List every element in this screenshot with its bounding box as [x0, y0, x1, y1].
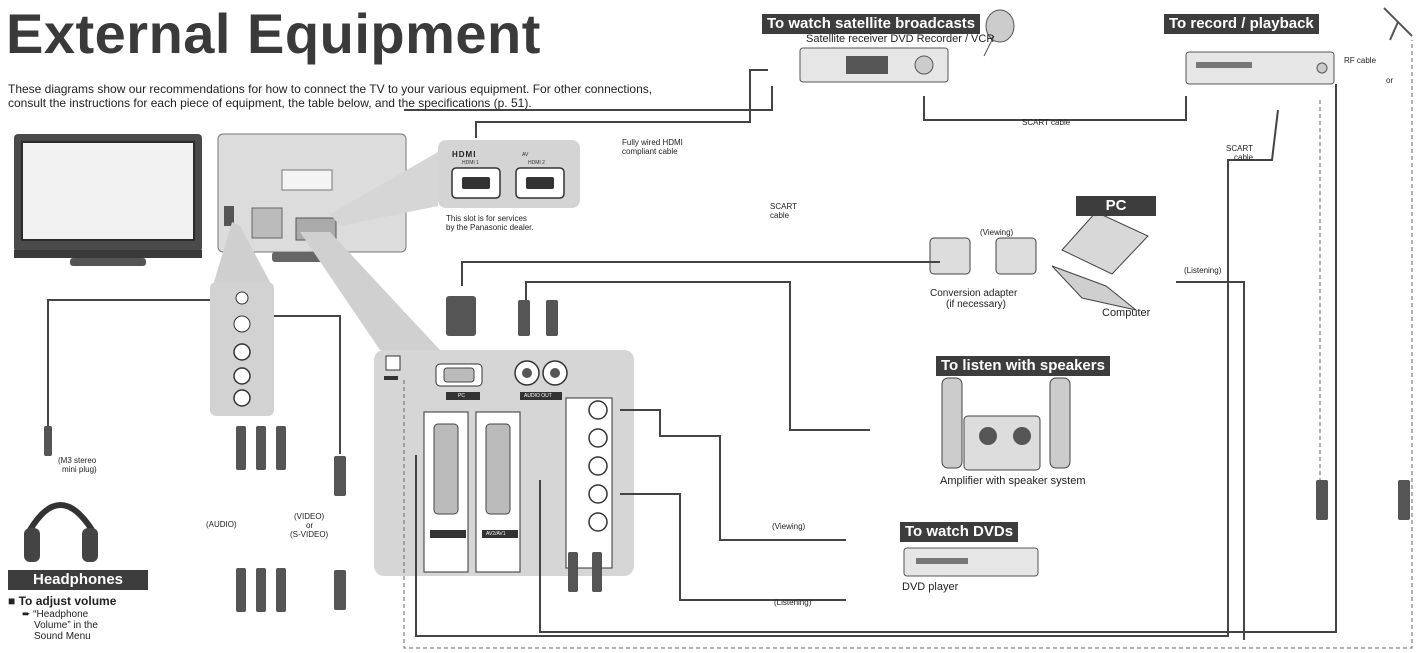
hdmi-brand-label: HDMI — [452, 150, 477, 159]
pc-viewing-label: (Viewing) — [980, 228, 1014, 237]
hdmi-cable-label-line2: compliant cable — [622, 147, 678, 156]
tv-front-illustration — [14, 134, 202, 266]
headphones-illustration — [24, 502, 98, 562]
cable-paths — [47, 69, 1337, 640]
mini-plug-label-line2: mini plug) — [62, 465, 97, 474]
recorder-device — [1185, 51, 1335, 85]
volume-hint-line2: Volume” in the — [34, 620, 98, 631]
tv-rear-illustration — [217, 133, 407, 262]
conversion-adapter-note: (if necessary) — [946, 299, 1007, 310]
scart-cable-middle-label: SCART cable — [1022, 118, 1071, 127]
volume-hint-line3: Sound Menu — [34, 631, 91, 642]
conversion-adapter-label: Conversion adapter — [930, 288, 1018, 299]
hdmi1-label: HDMI 1 — [462, 160, 479, 166]
pc-listening-label: (Listening) — [1184, 266, 1222, 275]
page-title: External Equipment — [6, 2, 541, 65]
pc-banner: PC — [1076, 196, 1156, 216]
vga-adapter — [929, 237, 1037, 275]
audio-out-terminal-label: AUDIO OUT — [524, 393, 552, 399]
side-av-panel — [210, 282, 274, 416]
volume-hint-line1-text: “Headphone — [33, 609, 89, 620]
laptop-computer — [1051, 211, 1149, 311]
service-slot-note-line2: by the Panasonic dealer. — [446, 223, 534, 232]
scart-cable-b-line2: cable — [1234, 153, 1254, 162]
dvd-banner: To watch DVDs — [900, 522, 1019, 542]
rf-cable-label: RF cable — [1344, 56, 1377, 65]
scart-cable-a-line2: cable — [770, 211, 790, 220]
or-label: or — [1386, 76, 1394, 85]
computer-label: Computer — [1102, 307, 1151, 319]
hdmi-cable-label-line1: Fully wired HDMI — [622, 138, 683, 147]
video-label-line1: (VIDEO) — [294, 512, 325, 521]
hdmi-zoom-wedge — [330, 152, 438, 226]
adjust-volume-heading: ■ To adjust volume — [8, 594, 117, 608]
headphones-banner: Headphones — [8, 570, 148, 590]
antenna — [1383, 7, 1413, 41]
audio-label: (AUDIO) — [206, 520, 237, 529]
satellite-banner: To watch satellite broadcasts — [762, 14, 981, 34]
satellite-device-label: Satellite receiver DVD Recorder / VCR — [806, 33, 995, 45]
service-slot-note-line1: This slot is for services — [446, 214, 527, 223]
hdmi-panel — [438, 140, 580, 208]
hdmi2-label: HDMI 2 — [528, 160, 545, 166]
record-banner: To record / playback — [1164, 14, 1319, 34]
amplifier-label: Amplifier with speaker system — [940, 475, 1086, 487]
plugs — [44, 296, 1410, 612]
scart-cable-a-line1: SCART — [770, 202, 797, 211]
speakers-banner: To listen with speakers — [936, 356, 1110, 376]
volume-hint-line1: ➨ “Headphone — [22, 609, 89, 620]
satellite-dish — [983, 9, 1015, 57]
dvd-player-device — [903, 547, 1039, 577]
video-label-line2: or — [306, 521, 314, 530]
av2-av1-terminal-label: AV2/AV1 — [486, 531, 506, 537]
rear-panel-zoom-wedge — [300, 232, 440, 350]
rf-cable-dashed — [403, 40, 1413, 649]
video-label-line3: (S-VIDEO) — [290, 530, 329, 539]
adjust-volume-text: To adjust volume — [18, 594, 117, 608]
side-panel-zoom-wedge — [214, 222, 270, 282]
av-label: AV — [522, 152, 529, 158]
dvd-listening-label: (Listening) — [774, 598, 812, 607]
intro-paragraph: These diagrams show our recommendations … — [8, 82, 653, 110]
scart-cable-b-line1: SCART — [1226, 144, 1253, 153]
dvd-player-label: DVD player — [902, 581, 959, 593]
mini-plug-label-line1: (M3 stereo — [58, 456, 97, 465]
dvd-viewing-label: (Viewing) — [772, 522, 806, 531]
satellite-receiver-device — [799, 47, 949, 83]
speaker-system — [941, 377, 1071, 471]
rear-av-panel — [374, 350, 634, 576]
pc-terminal-label: PC — [458, 393, 465, 399]
